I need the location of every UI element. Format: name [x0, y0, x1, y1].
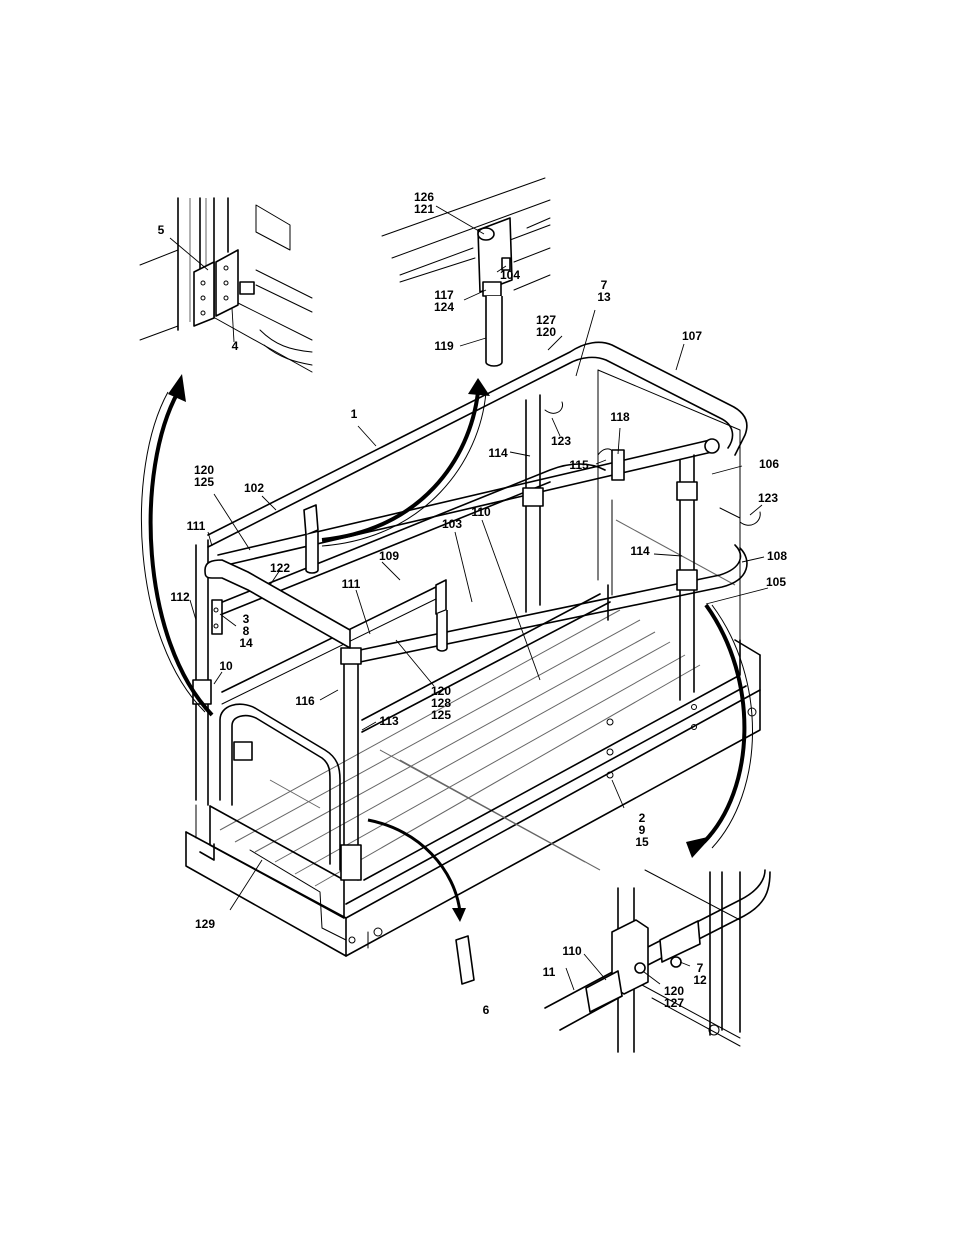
callout: 4: [232, 339, 239, 353]
callout-line: 15: [635, 835, 649, 849]
callout: 113: [379, 714, 399, 728]
callout-line: 113: [379, 714, 399, 728]
callout-line: 114: [630, 544, 650, 558]
callout-line: 105: [766, 575, 786, 589]
callout: 123: [551, 434, 571, 448]
callout-line: 123: [758, 491, 778, 505]
callout-line: 122: [270, 561, 290, 575]
callout-line: 114: [488, 446, 508, 460]
callout-line: 107: [682, 329, 702, 343]
callout-line: 108: [767, 549, 787, 563]
callout-line: 109: [379, 549, 399, 563]
callout-line: 5: [158, 223, 165, 237]
callout-line: 118: [610, 410, 630, 424]
hinge-detail: [140, 198, 312, 372]
callout-line: 110: [471, 505, 491, 519]
callout: 106: [759, 457, 779, 471]
callout-line: 102: [244, 481, 264, 495]
callout: 123: [758, 491, 778, 505]
callout-line: 112: [170, 590, 190, 604]
callout-line: 120: [536, 325, 556, 339]
callout-line: 116: [295, 694, 315, 708]
callout: 107: [682, 329, 702, 343]
callout: 103: [442, 517, 462, 531]
callout-line: 4: [232, 339, 239, 353]
callout-line: 6: [483, 1003, 490, 1017]
callout: 111: [187, 519, 206, 533]
callout-line: 123: [551, 434, 571, 448]
callout: 110: [562, 944, 582, 958]
callout: 114: [488, 446, 508, 460]
callout: 102: [244, 481, 264, 495]
callout-line: 129: [195, 917, 215, 931]
callout: 122: [270, 561, 290, 575]
callout-line: 111: [187, 519, 206, 533]
callout-line: 13: [597, 290, 611, 304]
callout-line: 1: [351, 407, 358, 421]
callout-line: 125: [431, 708, 451, 722]
callout: 5: [158, 223, 165, 237]
callout: 119: [434, 339, 454, 353]
callout: 112: [170, 590, 190, 604]
callout-line: 115: [569, 458, 589, 472]
callout-line: 14: [239, 636, 253, 650]
callout: 11: [543, 965, 556, 979]
callout: 110: [471, 505, 491, 519]
callout: 109: [379, 549, 399, 563]
callout-line: 127: [664, 996, 684, 1010]
callout-line: 10: [219, 659, 233, 673]
callout: 129: [195, 917, 215, 931]
rail-connector-detail: [545, 870, 770, 1052]
callout-line: 121: [414, 202, 434, 216]
callout-line: 12: [693, 973, 707, 987]
callout: 111: [342, 577, 361, 591]
callout-line: 106: [759, 457, 779, 471]
callout: 105: [766, 575, 786, 589]
callout-line: 103: [442, 517, 462, 531]
callout: 115: [569, 458, 589, 472]
callout: 118: [610, 410, 630, 424]
callout: 114: [630, 544, 650, 558]
pin-detail: [382, 178, 550, 366]
callout-line: 111: [342, 577, 361, 591]
callout: 1: [351, 407, 358, 421]
callout: 6: [483, 1003, 490, 1017]
callout: 108: [767, 549, 787, 563]
callout-line: 124: [434, 300, 454, 314]
callout-line: 125: [194, 475, 214, 489]
callout: 116: [295, 694, 315, 708]
callout-line: 110: [562, 944, 582, 958]
decal-plate: [456, 936, 474, 984]
callout: 10: [219, 659, 233, 673]
callout: 104: [500, 268, 520, 282]
callout-line: 119: [434, 339, 454, 353]
callout-line: 11: [543, 965, 556, 979]
callout-line: 104: [500, 268, 520, 282]
